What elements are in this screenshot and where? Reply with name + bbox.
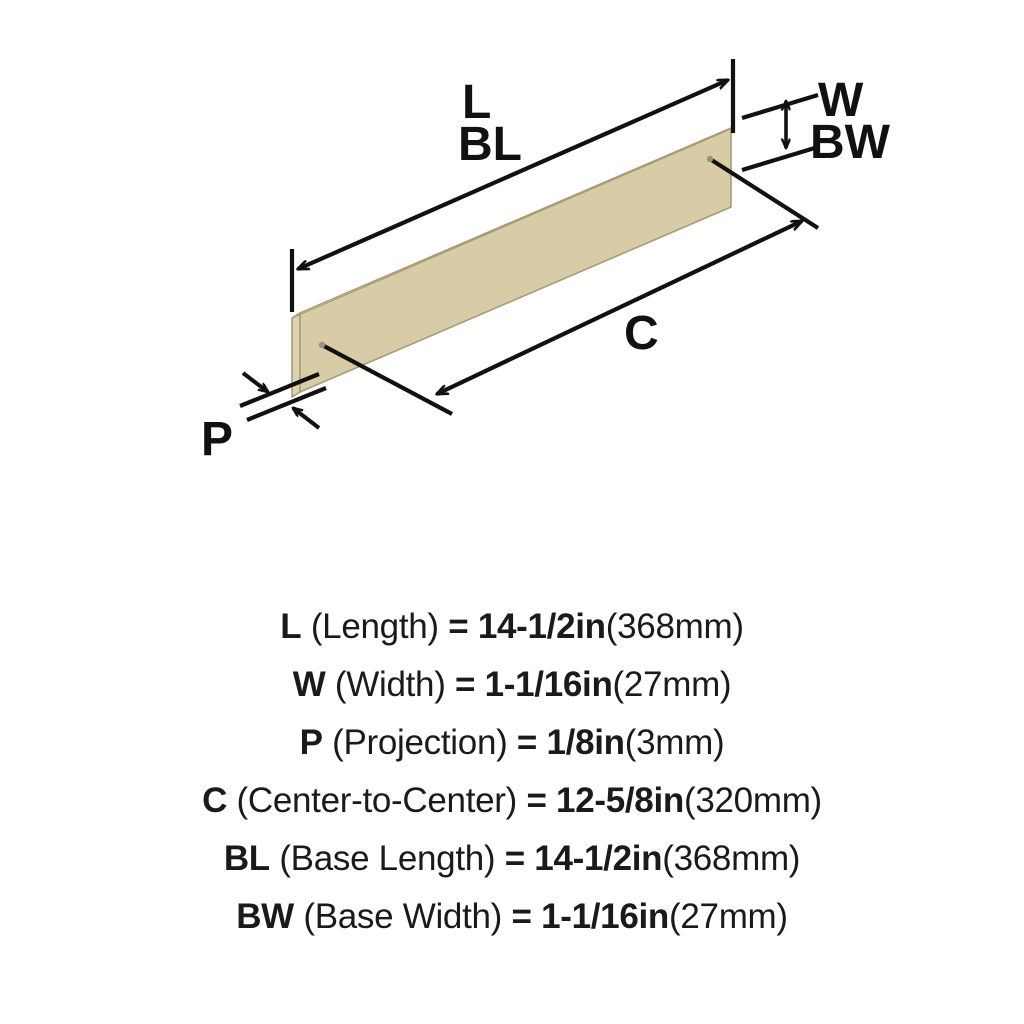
projection-arrow-bottom <box>293 406 321 430</box>
spec-metric-value: (27mm) <box>612 665 732 704</box>
spec-key: C <box>202 781 228 820</box>
spec-imperial-value: 1-1/16in <box>541 897 670 936</box>
spec-key: P <box>299 723 323 762</box>
length-dimension <box>289 59 736 312</box>
spec-imperial-value: 14-1/2in <box>477 607 606 646</box>
projection-dimension <box>239 371 327 430</box>
width-extension-line-bottom <box>741 144 819 173</box>
spec-key: L <box>280 607 302 646</box>
projection-extension-line-2 <box>246 386 327 422</box>
spec-imperial-value: 1/8in <box>546 723 626 762</box>
spec-key: BW <box>236 897 294 936</box>
width-dimension <box>741 92 819 173</box>
label-base-width: BW <box>810 116 891 169</box>
product-dimension-drawing: L BL W BW C <box>201 59 891 466</box>
spec-name: (Base Width) <box>303 897 503 936</box>
spec-key: W <box>292 665 326 704</box>
center-to-center-dimension <box>318 155 820 416</box>
label-projection: P <box>201 413 233 466</box>
spec-metric-value: (368mm) <box>662 839 801 878</box>
spec-metric-value: (27mm) <box>669 897 788 936</box>
spec-row-length: L (Length) = 14-1/2in(368mm) <box>0 598 1024 656</box>
label-base-length: BL <box>458 118 522 171</box>
projection-extension-line-1 <box>239 372 320 408</box>
spec-metric-value: (3mm) <box>624 723 725 762</box>
spec-equals: = <box>511 897 532 936</box>
length-dimension-arrow <box>298 78 728 271</box>
spec-imperial-value: 14-1/2in <box>534 839 663 878</box>
spec-equals: = <box>516 723 538 762</box>
ctc-leader-line-left <box>321 343 453 416</box>
spec-name: (Base Length) <box>279 839 496 878</box>
spec-name: (Width) <box>334 665 446 704</box>
width-extension-line-top <box>741 92 819 121</box>
spec-imperial-value: 1-1/16in <box>484 665 613 704</box>
ctc-leader-line-right <box>708 157 820 230</box>
spec-equals: = <box>448 607 469 646</box>
spec-equals: = <box>526 781 547 820</box>
spec-row-width: W (Width) = 1-1/16in(27mm) <box>0 656 1024 714</box>
specification-list: L (Length) = 14-1/2in(368mm) W (Width) =… <box>0 598 1024 946</box>
spec-row-projection: P (Projection) = 1/8in(3mm) <box>0 714 1024 772</box>
spec-metric-value: (320mm) <box>683 781 822 820</box>
spec-name: (Center-to-Center) <box>236 781 518 820</box>
spec-metric-value: (368mm) <box>605 607 744 646</box>
spec-name: (Projection) <box>332 723 508 762</box>
spec-key: BL <box>223 839 270 878</box>
label-width: W <box>818 74 864 127</box>
ctc-dimension-arrow <box>437 219 802 396</box>
label-length: L <box>462 76 491 129</box>
spec-row-base-width: BW (Base Width) = 1-1/16in(27mm) <box>0 888 1024 946</box>
projection-arrow-top <box>241 371 268 394</box>
spec-name: (Length) <box>310 607 439 646</box>
ctc-reference-dot-left <box>318 341 326 349</box>
spec-equals: = <box>504 839 525 878</box>
label-center-to-center: C <box>624 307 659 360</box>
spec-imperial-value: 12-5/8in <box>556 781 684 820</box>
spec-equals: = <box>455 665 476 704</box>
ctc-reference-dot-right <box>706 155 714 163</box>
spec-row-center-to-center: C (Center-to-Center) = 12-5/8in(320mm) <box>0 772 1024 830</box>
spec-row-base-length: BL (Base Length) = 14-1/2in(368mm) <box>0 830 1024 888</box>
